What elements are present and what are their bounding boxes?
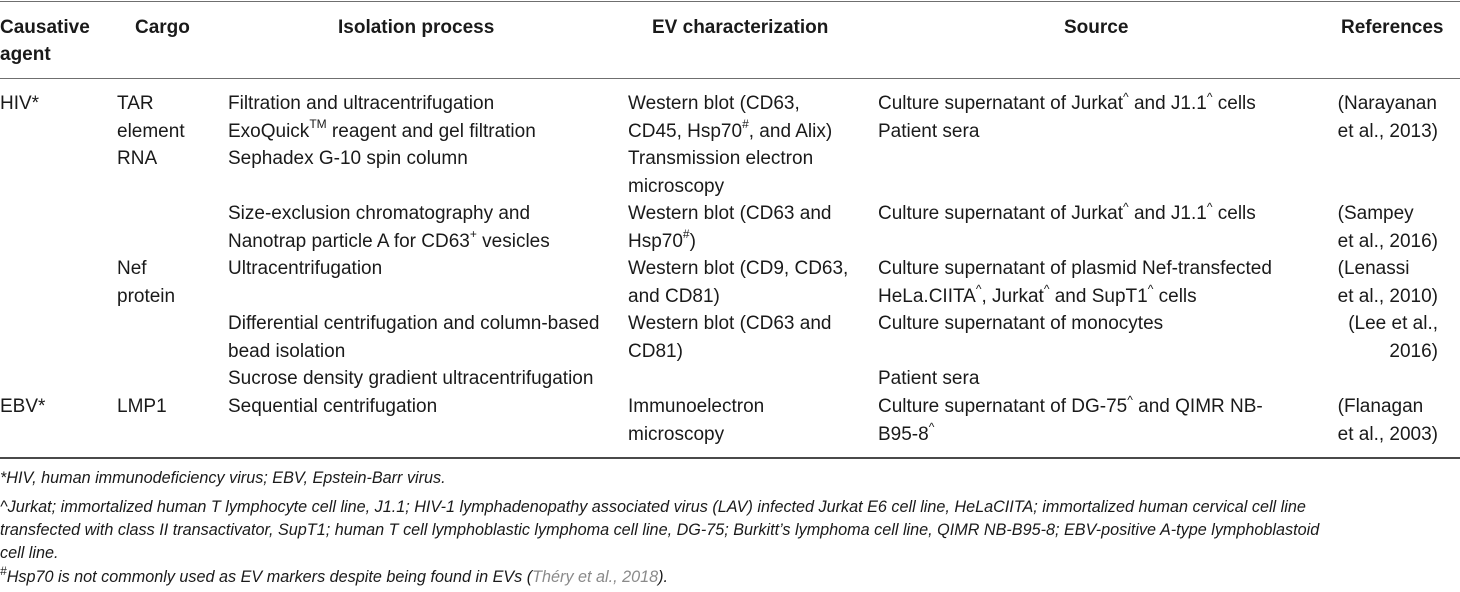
source-row6: Culture supernatant of DG-75^ and QIMR N… (878, 392, 1263, 445)
cargo-lmp1: LMP1 (117, 396, 167, 417)
isolation-row2: Size-exclusion chromatography and Nanotr… (228, 203, 550, 252)
ref-lenassi-2010[interactable]: (Lenassi et al., 2010) (1337, 258, 1438, 307)
source-row3: Culture supernatant of plasmid Nef-trans… (878, 258, 1272, 307)
table-top-rule (0, 1, 1460, 2)
header-isolation-process: Isolation process (338, 17, 495, 38)
header-bottom-rule (0, 78, 1460, 79)
isolation-row4: Differential centrifugation and column-b… (228, 313, 600, 362)
source-row5: Patient sera (878, 368, 980, 389)
footnote-cell-lines-2: transfected with class II transactivator… (0, 521, 1320, 539)
header-source: Source (1064, 17, 1129, 38)
agent-hiv: HIV* (0, 93, 40, 114)
source-row2: Culture supernatant of Jurkat^ and J1.1^… (878, 199, 1256, 224)
ref-lee-2016[interactable]: (Lee et al., 2016) (1348, 313, 1438, 362)
footnote-abbreviations: *HIV, human immunodeficiency virus; EBV,… (0, 469, 446, 487)
source-row4: Culture supernatant of monocytes (878, 313, 1164, 334)
footnote-cell-lines-1: ^Jurkat; immortalized human T lymphocyte… (0, 498, 1306, 516)
header-cargo: Cargo (135, 17, 190, 38)
ev-row2: Western blot (CD63 and Hsp70#) (628, 203, 832, 252)
isolation-row6: Sequential centrifugation (228, 396, 438, 417)
header-ev-characterization: EV characterization (652, 17, 829, 38)
source-row1: Culture supernatant of Jurkat^ and J1.1^… (878, 89, 1256, 142)
ref-sampey-2016[interactable]: (Sampey et al., 2016) (1337, 203, 1438, 252)
isolation-row5: Sucrose density gradient ultracentrifuga… (228, 368, 594, 389)
footnote-hsp70: #Hsp70 is not commonly used as EV marker… (0, 563, 669, 586)
agent-ebv: EBV* (0, 396, 46, 417)
isolation-row3: Ultracentrifugation (228, 258, 383, 279)
ev-row6: Immunoelectron microscopy (628, 396, 765, 445)
table-bottom-rule (0, 457, 1460, 459)
ref-thery-2018-link[interactable]: Théry et al., 2018 (532, 568, 659, 586)
ref-narayanan-2013[interactable]: (Narayanan et al., 2013) (1337, 93, 1438, 142)
footnote-cell-lines-3: cell line. (0, 544, 59, 562)
cargo-tar-rna: TAR element RNA (117, 93, 185, 169)
cargo-nef-protein: Nef protein (117, 258, 176, 307)
ev-row4: Western blot (CD63 and CD81) (628, 313, 832, 362)
header-references: References (1341, 17, 1444, 38)
isolation-row1: Filtration and ultracentrifugation ExoQu… (228, 93, 536, 169)
ev-row1: Western blot (CD63, CD45, Hsp70#, and Al… (628, 93, 833, 197)
ev-row3: Western blot (CD9, CD63, and CD81) (628, 258, 849, 307)
ref-flanagan-2003[interactable]: (Flanagan et al., 2003) (1337, 396, 1438, 445)
header-causative-agent: Causative agent (0, 17, 90, 65)
